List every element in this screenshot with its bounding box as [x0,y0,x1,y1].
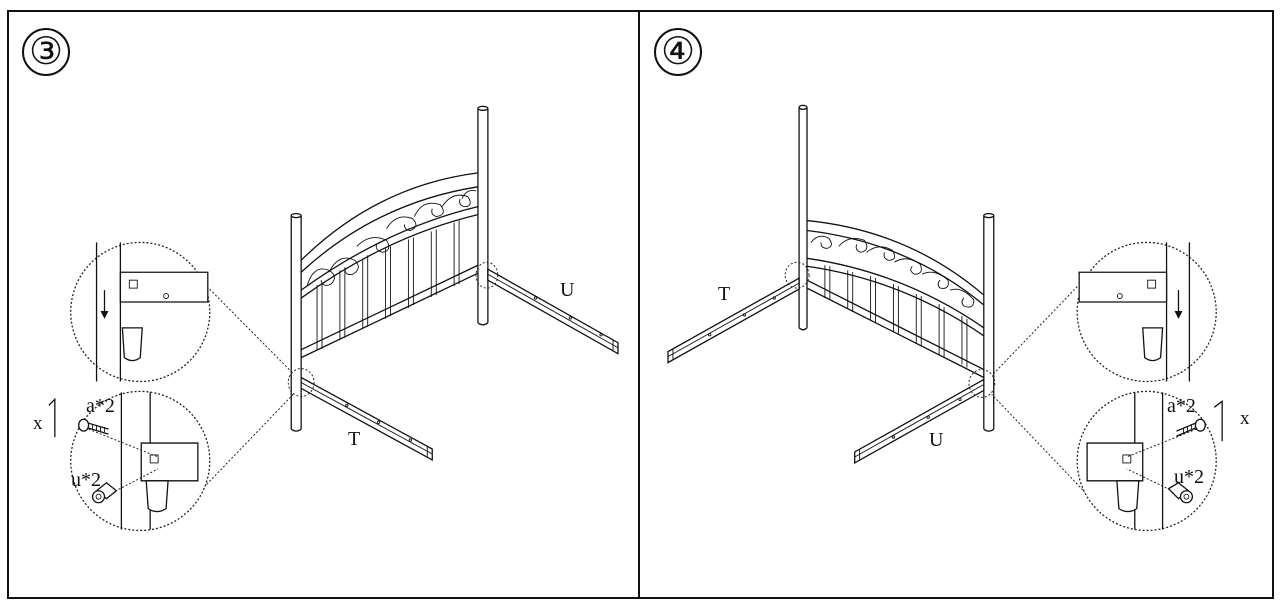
side-rail-t-right [667,277,800,364]
step-number-badge: ③ [22,28,70,76]
step-4-drawing [667,104,1223,532]
headboard-frame [300,172,479,359]
step-3-panel: ③ T U a*2 u*2 x [7,10,640,599]
nut-u-icon [91,481,118,504]
step-3-drawing [48,105,619,532]
side-rail-u [487,268,619,355]
hex-wrench-icon [48,397,56,438]
footboard-frame [806,219,985,379]
nut-label: u*2 [71,469,101,491]
wrench-label: x [33,413,43,434]
side-rail-t [300,376,433,462]
rail-label-u: U [560,279,575,301]
headboard-post-right [477,105,489,326]
detail-bracket-hook [70,241,211,383]
step-number-badge: ④ [654,28,702,76]
bolt-a-icon-right [1176,418,1206,437]
footboard-post-right [983,212,995,432]
bolt-label: a*2 [86,395,115,417]
step-4-panel: ④ U T a*2 u*2 x [638,10,1274,599]
footboard-post-left [798,104,808,331]
bolt-a-icon [78,418,109,435]
wrench-label: x [1240,408,1250,429]
bolt-label: a*2 [1167,395,1196,417]
nut-label: u*2 [1174,466,1204,488]
rail-label-t: T [718,283,731,305]
hex-wrench-icon-right [1213,400,1223,442]
detail-bracket-hook-right [1076,241,1217,383]
side-rail-u-right [854,378,985,465]
rail-label-t: T [348,428,361,450]
nut-u-icon-right [1167,481,1194,504]
headboard-post-left [290,212,302,432]
rail-label-u: U [929,429,944,451]
